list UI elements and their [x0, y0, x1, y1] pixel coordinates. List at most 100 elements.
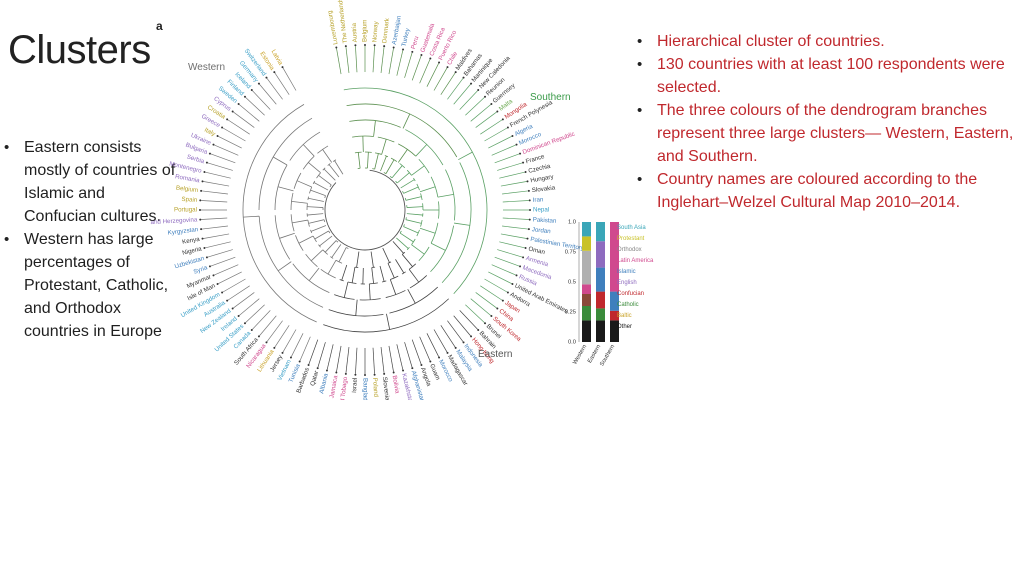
dendrogram-branch [343, 87, 488, 294]
dendrogram-branch [399, 230, 402, 234]
dendrogram-branch [426, 63, 439, 87]
dendrogram-branch [404, 197, 407, 201]
leaf-dot [454, 346, 457, 349]
country-label: Peru [410, 35, 421, 50]
leaf-dot [470, 335, 473, 338]
dendrogram-branch [406, 213, 423, 216]
dendrogram-branch [218, 136, 242, 149]
leaf-dot [524, 170, 527, 173]
dendrogram-branch [326, 344, 334, 370]
leaf-dot [199, 218, 202, 221]
leaf-dot [354, 44, 357, 47]
dendrogram-branch [397, 149, 408, 163]
dendrogram-branch [308, 162, 321, 174]
dendrogram-branch [310, 229, 313, 234]
country-label: Poland [371, 378, 379, 398]
dendrogram-branch [404, 342, 413, 368]
dendrogram-branch [411, 339, 422, 365]
stacked-legend-entry: Other [617, 324, 632, 330]
stacked-legend-entry: English [617, 280, 637, 286]
leaf-dot [446, 351, 449, 354]
dendrogram-branch [310, 225, 327, 232]
dendrogram-branch [419, 59, 431, 84]
dendrogram-branch [308, 197, 324, 202]
leaf-dot [373, 373, 376, 376]
leaf-dot [501, 299, 504, 302]
dendrogram-branch [203, 233, 230, 239]
dendrogram-branch [266, 78, 283, 100]
leaf-dot [325, 369, 328, 372]
country-label: Romania [175, 173, 201, 184]
dendrogram-branch [308, 267, 320, 281]
stacked-legend-entry: Catholic [617, 302, 639, 308]
dendrogram-branch [302, 144, 315, 157]
dendrogram-branch [372, 46, 375, 73]
dendrogram-branch [210, 256, 236, 267]
leaf-dot [429, 360, 432, 363]
cluster-label-western: Western [188, 62, 225, 73]
stacked-bar-segment [610, 222, 619, 292]
dendrogram-branch [324, 169, 406, 251]
dendrogram-branch [355, 347, 358, 374]
dendrogram-branch [405, 196, 422, 201]
stacked-bar-segment [596, 222, 605, 242]
leaf-dot [200, 189, 203, 192]
dendrogram-branch [387, 261, 392, 264]
leaf-dot [528, 218, 531, 221]
dendrogram-branch [282, 329, 297, 353]
dendrogram-branch [343, 281, 349, 298]
leaf-dot [205, 256, 208, 259]
leaf-dot [216, 134, 219, 137]
leaf-dot [316, 367, 319, 370]
dendrogram-branch [437, 193, 454, 198]
dendrogram-branch [307, 196, 309, 200]
leaf-dot [411, 367, 414, 370]
dendrogram-branch [433, 329, 448, 353]
dendrogram-branch [323, 168, 336, 181]
leaf-dot [392, 46, 395, 49]
stacked-bar-segment [582, 320, 591, 342]
bullet-dot-icon: • [637, 102, 643, 119]
stacked-ytick-label: 0.25 [565, 310, 576, 316]
dendrogram-branch [319, 235, 333, 247]
country-label: Austria [351, 22, 359, 42]
dendrogram-branch [502, 217, 529, 220]
dendrogram-branch [252, 90, 271, 110]
leaf-dot [257, 82, 260, 85]
country-label: Luxembourg [326, 9, 339, 45]
stacked-bar-segment [596, 308, 605, 321]
dendrogram-branch [335, 240, 339, 243]
dendrogram-branch [328, 164, 340, 178]
dendrogram-branch [502, 200, 529, 203]
leaf-dot [373, 44, 376, 47]
dendrogram-branch [380, 155, 387, 172]
dendrogram-branch [202, 190, 228, 195]
dendrogram-branch [370, 251, 374, 268]
dendrogram-branch [465, 304, 485, 323]
dendrogram-branch [242, 103, 317, 323]
country-label: Iran [533, 196, 545, 204]
dendrogram-branch [396, 50, 404, 76]
dendrogram-branch [440, 325, 456, 348]
dendrogram-branch [441, 162, 472, 284]
dendrogram-branch [307, 213, 324, 216]
dendrogram-branch [418, 158, 430, 174]
leaf-dot [243, 95, 246, 98]
dendrogram-branch [314, 230, 329, 240]
dendrogram-branch [282, 67, 297, 91]
stacked-ytick-label: 0.5 [568, 280, 576, 286]
leaf-dot [257, 335, 260, 338]
leaf-dot [344, 45, 347, 48]
dendrogram-branch [453, 315, 471, 336]
dendrogram-branch [310, 189, 326, 197]
dendrogram-branch [274, 72, 290, 95]
dendrogram-branch [296, 180, 312, 188]
dendrogram-branch [491, 264, 516, 276]
dendrogram-branch [309, 186, 313, 194]
country-label: Syria [193, 264, 209, 276]
dendrogram-branch [475, 292, 497, 309]
dendrogram-branch [396, 172, 410, 184]
leaf-dot [402, 48, 405, 51]
country-label: Qatar [309, 370, 320, 387]
stacked-ytick-label: 0.0 [568, 340, 576, 346]
